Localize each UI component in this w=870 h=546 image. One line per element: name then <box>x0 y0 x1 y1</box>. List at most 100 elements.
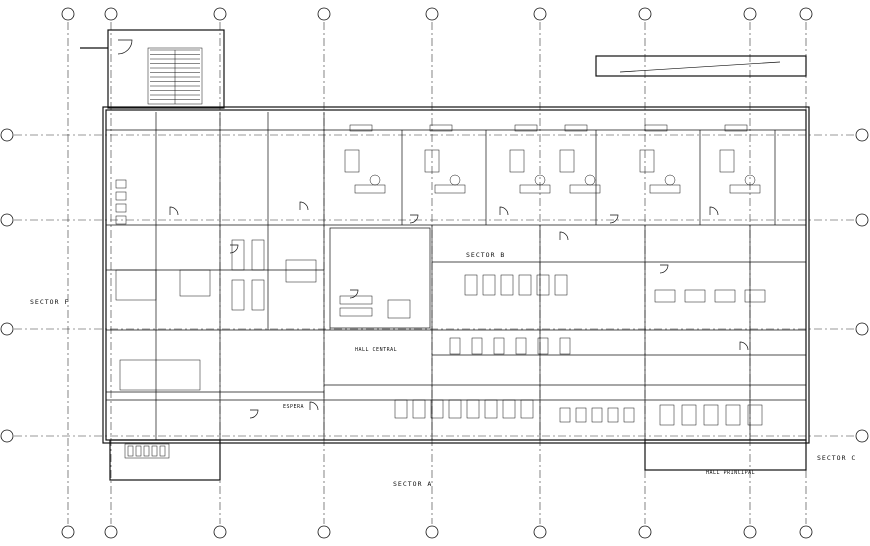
axis-bubble-top <box>799 7 813 21</box>
sector-f-label: SECTOR F <box>30 298 70 306</box>
cubicle-bed <box>430 399 444 419</box>
grid-axes <box>14 22 856 524</box>
door-swing <box>309 401 319 411</box>
exam-bed <box>639 149 655 173</box>
cubicle-bed <box>502 399 516 419</box>
bed <box>654 289 676 303</box>
bed <box>471 337 483 355</box>
axis-bubble-left <box>0 429 14 443</box>
bed <box>493 337 505 355</box>
exam-bed <box>509 149 525 173</box>
cabinet <box>514 124 538 132</box>
axis-bubble-left <box>0 128 14 142</box>
bed <box>684 289 706 303</box>
stool <box>584 174 596 186</box>
bed <box>518 274 532 296</box>
exam-bed <box>344 149 360 173</box>
bed <box>559 337 571 355</box>
toilet <box>115 215 127 225</box>
cubicle-bed <box>466 399 480 419</box>
axis-bubble-right <box>855 429 869 443</box>
desk <box>354 184 386 194</box>
exam-bed <box>719 149 735 173</box>
door-swing <box>249 409 259 419</box>
axis-bubble-bottom <box>638 525 652 539</box>
lower-entrance-block <box>109 439 221 481</box>
door-swing <box>559 231 569 241</box>
bed <box>500 274 514 296</box>
central-corridor <box>329 227 431 329</box>
axis-bubble-left <box>0 322 14 336</box>
seat <box>135 445 142 457</box>
desk <box>649 184 681 194</box>
axis-bubble-right <box>855 322 869 336</box>
axis-bubble-bottom <box>743 525 757 539</box>
axis-bubble-top <box>213 7 227 21</box>
axis-bubble-top <box>61 7 75 21</box>
axis-bubble-top <box>104 7 118 21</box>
toilet <box>115 179 127 189</box>
furniture-blocks <box>115 124 766 459</box>
axis-bubbles <box>0 7 869 539</box>
door-swing <box>709 206 719 216</box>
axis-bubble-top <box>317 7 331 21</box>
axis-bubble-bottom <box>104 525 118 539</box>
bed <box>482 274 496 296</box>
bed <box>744 289 766 303</box>
cubicle-bed <box>575 407 587 423</box>
door-swing <box>499 206 509 216</box>
building-outline <box>105 109 807 441</box>
cubicle-bed <box>412 399 426 419</box>
cubicle-bed <box>484 399 498 419</box>
axis-bubble-right <box>855 128 869 142</box>
office-desk <box>179 269 211 297</box>
reception-desk <box>339 295 373 305</box>
cubicle-bed <box>559 407 571 423</box>
bed <box>554 274 568 296</box>
cubicle-bed <box>681 404 697 426</box>
cubicle-bed <box>394 399 408 419</box>
stair-core-outline <box>107 29 225 109</box>
cabinet <box>429 124 453 132</box>
axis-bubble-bottom <box>799 525 813 539</box>
door-swing <box>299 201 309 211</box>
toilet <box>115 191 127 201</box>
axis-bubble-bottom <box>425 525 439 539</box>
building-walls <box>80 29 810 481</box>
bed <box>464 274 478 296</box>
cubicle-bed <box>591 407 603 423</box>
door-swing <box>117 39 133 55</box>
cubicle-bed <box>448 399 462 419</box>
bed <box>449 337 461 355</box>
desk <box>434 184 466 194</box>
axis-bubble-bottom <box>317 525 331 539</box>
toilet <box>115 203 127 213</box>
locker-bank <box>231 239 245 271</box>
stairway <box>147 47 203 105</box>
cubicle-bed <box>520 399 534 419</box>
hall-principal-outline <box>644 439 807 471</box>
door-swing <box>659 264 669 274</box>
cubicle-bed <box>725 404 741 426</box>
reception-desk <box>339 307 373 317</box>
hall-principal-label: HALL PRINCIPAL <box>706 470 756 476</box>
cabinet <box>564 124 588 132</box>
desk <box>729 184 761 194</box>
stool <box>369 174 381 186</box>
seat <box>159 445 166 457</box>
cubicle-bed <box>747 404 763 426</box>
bed <box>536 274 550 296</box>
axis-bubble-left <box>0 213 14 227</box>
locker-bank <box>251 239 265 271</box>
seat <box>127 445 134 457</box>
office-desk <box>115 269 157 301</box>
seat <box>143 445 150 457</box>
sector-a-label: SECTOR A <box>393 480 433 488</box>
locker-bank <box>251 279 265 311</box>
axis-bubble-top <box>425 7 439 21</box>
espera-label: ESPERA <box>283 404 305 410</box>
sector-c-label: SECTOR C <box>817 454 857 462</box>
hall-central-label: HALL CENTRAL <box>355 347 398 353</box>
axis-bubble-bottom <box>61 525 75 539</box>
